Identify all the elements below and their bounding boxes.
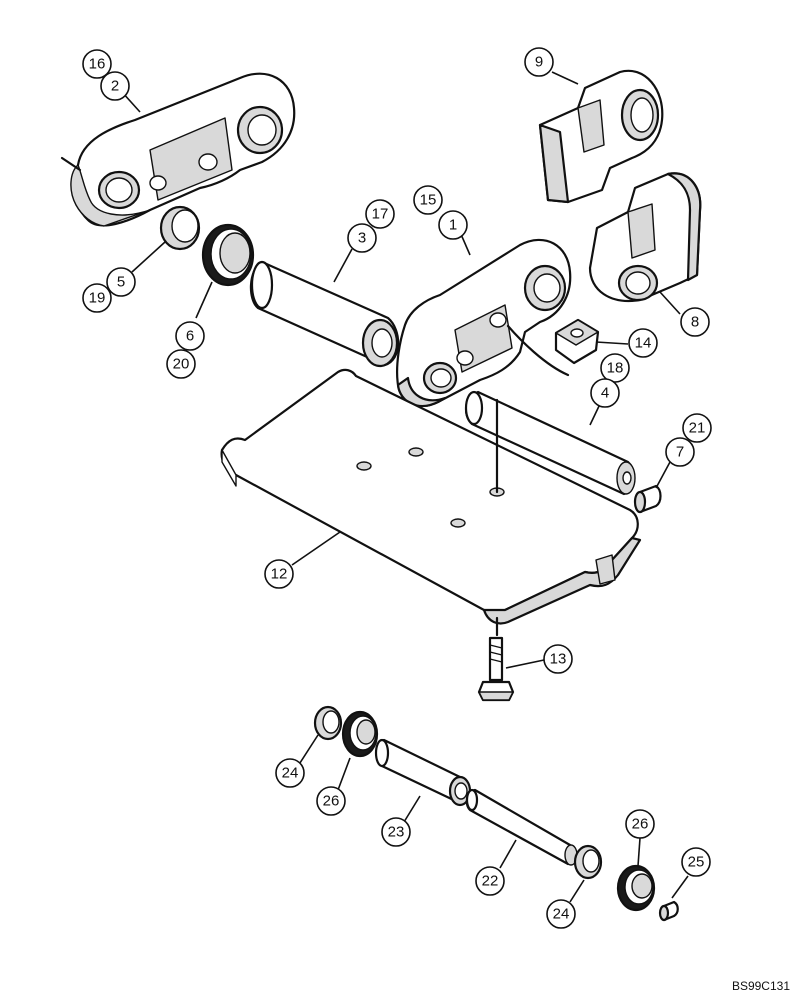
callout-label: 15 [420, 192, 437, 209]
callout-label: 20 [173, 356, 190, 373]
callout-label: 13 [550, 651, 567, 668]
leader-lines [121, 71, 689, 903]
seal-ring-lower-left [313, 705, 343, 741]
callout-label: 9 [535, 54, 543, 71]
callout-label: 16 [89, 56, 106, 73]
seal-ring-left [159, 205, 201, 251]
callout-label: 23 [388, 824, 405, 841]
callout-3: 3 [347, 223, 377, 253]
callout-2: 2 [100, 71, 130, 101]
track-nut [506, 318, 600, 377]
callout-label: 18 [607, 360, 624, 377]
bushing-lower [374, 738, 472, 807]
callout-26-upper: 26 [316, 786, 346, 816]
callout-20: 20 [166, 349, 196, 379]
callout-4: 4 [590, 378, 620, 408]
seal-assembly-left [201, 223, 255, 287]
callout-label: 25 [688, 854, 705, 871]
callout-16: 16 [82, 49, 112, 79]
callout-label: 26 [632, 816, 649, 833]
pin-lower [465, 788, 578, 866]
callout-label: 6 [186, 328, 194, 345]
callout-label: 24 [282, 765, 299, 782]
callout-5: 5 [106, 267, 136, 297]
callout-label: 4 [601, 385, 609, 402]
callout-label: 26 [323, 793, 340, 810]
callout-label: 7 [676, 444, 684, 461]
callout-label: 3 [358, 230, 366, 247]
callout-12: 12 [264, 559, 294, 589]
half-link-lower [588, 172, 702, 303]
callout-label: 1 [449, 217, 457, 234]
callout-label: 24 [553, 906, 570, 923]
callout-6: 6 [175, 321, 205, 351]
callout-24-upper: 24 [275, 758, 305, 788]
callout-15: 15 [413, 185, 443, 215]
callout-1: 1 [438, 210, 468, 240]
callout-label: 17 [372, 206, 389, 223]
seal-ring-lower-right [573, 844, 603, 880]
callout-label: 12 [271, 566, 288, 583]
half-link-upper [538, 69, 664, 204]
bushing-upper [249, 260, 400, 368]
callout-25: 25 [681, 847, 711, 877]
pin-plug-lower [658, 900, 679, 922]
callout-label: 19 [89, 290, 106, 307]
track-link-left [60, 72, 296, 227]
callout-9: 9 [524, 47, 554, 77]
callout-label: 21 [689, 420, 706, 437]
callout-7: 7 [665, 437, 695, 467]
callout-label: 2 [111, 78, 119, 95]
track-bolt [477, 616, 515, 702]
drawing-code: BS99C131 [732, 979, 790, 993]
callout-26-lower: 26 [625, 809, 655, 839]
callout-17: 17 [365, 199, 395, 229]
seal-assembly-lower-left [341, 710, 379, 758]
callout-label: 5 [117, 274, 125, 291]
track-shoe [220, 368, 642, 625]
track-pin [464, 390, 636, 496]
callout-label: 22 [482, 873, 499, 890]
pin-plug [633, 484, 662, 514]
callout-21: 21 [682, 413, 712, 443]
callout-13: 13 [543, 644, 573, 674]
track-link-center [396, 238, 572, 408]
callout-8: 8 [680, 307, 710, 337]
callout-24-lower: 24 [546, 899, 576, 929]
callout-label: 14 [635, 335, 652, 352]
seal-assembly-lower-right [616, 864, 656, 912]
callout-22: 22 [475, 866, 505, 896]
callout-19: 19 [82, 283, 112, 313]
callout-23: 23 [381, 817, 411, 847]
callout-18: 18 [600, 353, 630, 383]
callout-label: 8 [691, 314, 699, 331]
callout-14: 14 [628, 328, 658, 358]
